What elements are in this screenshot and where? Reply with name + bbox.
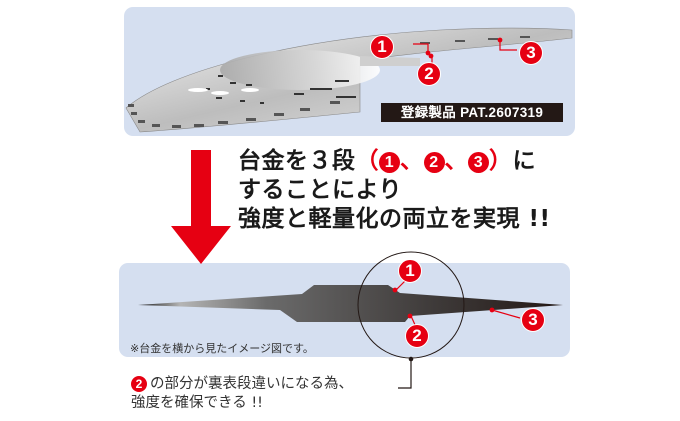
headline-line-2: することにより: [238, 177, 403, 203]
top-callout-1: 1: [370, 35, 394, 59]
headline-line-1: 台金を３段（1、2、3）に: [238, 148, 536, 174]
top-callout-3: 3: [519, 41, 543, 65]
side-callout-3: 3: [521, 308, 545, 332]
headline: 台金を３段（1、2、3）に することにより 強度と軽量化の両立を実現 !!: [238, 147, 551, 234]
down-arrow-icon: [171, 150, 231, 264]
side-callout-1: 1: [398, 259, 422, 283]
top-blade: [125, 27, 573, 133]
side-callout-2: 2: [405, 324, 429, 348]
headline-line-3: 強度と軽量化の両立を実現 !!: [238, 206, 551, 232]
footer-line-2: 強度を確保できる !!: [131, 395, 263, 411]
top-callout-2: 2: [417, 62, 441, 86]
side-blade-profile: [138, 285, 563, 322]
num-2-icon: 2: [131, 376, 147, 392]
num-3-icon: 3: [468, 152, 489, 173]
num-2-icon: 2: [423, 152, 445, 173]
patent-badge: 登録製品 PAT.2607319: [381, 103, 563, 122]
side-view-note: ※台金を横から見たイメージ図です。: [130, 342, 314, 355]
num-1-icon: 1: [379, 152, 400, 173]
